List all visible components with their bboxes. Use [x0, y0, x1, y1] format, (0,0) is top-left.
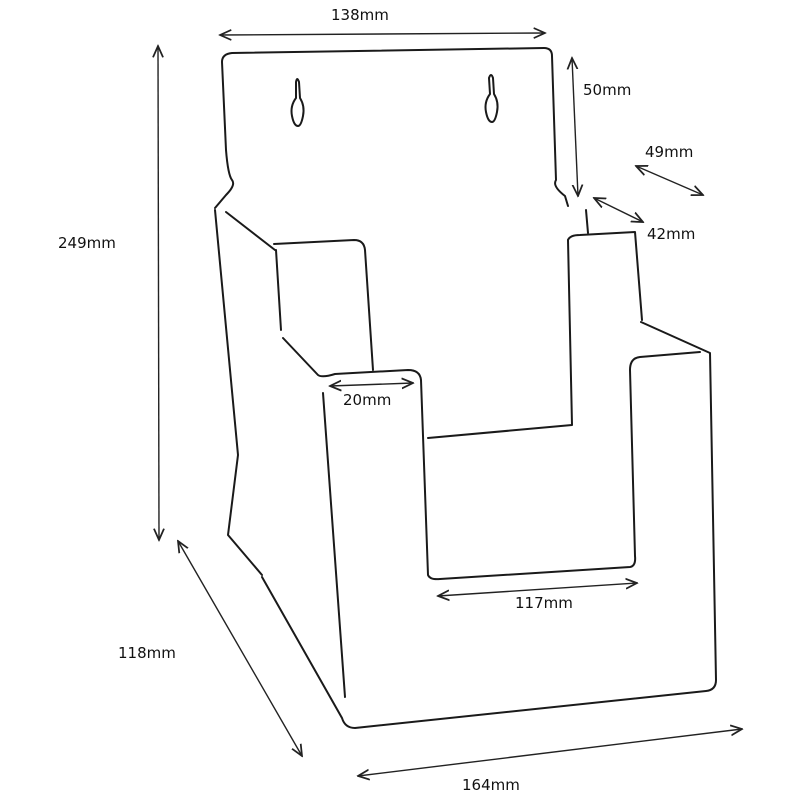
- dim-line-top-depth: [636, 166, 703, 195]
- label-total-height: 249mm: [58, 234, 116, 252]
- dimension-lines: [158, 33, 742, 776]
- label-front-opening: 117mm: [515, 594, 573, 612]
- top-pocket-front: [273, 239, 374, 371]
- dim-line-back-width: [220, 33, 545, 35]
- dim-line-base-width: [358, 729, 742, 776]
- dim-line-total-height: [158, 46, 159, 540]
- label-back-width: 138mm: [331, 6, 389, 24]
- dim-line-side-depth: [178, 541, 302, 756]
- dimension-labels: 138mm 50mm 49mm 42mm 249mm 20mm 117mm 11…: [58, 6, 695, 794]
- top-pocket-right-inner: [427, 239, 573, 439]
- middle-pocket-side: [282, 337, 701, 581]
- label-header-height: 50mm: [583, 81, 631, 99]
- top-pocket-side: [225, 211, 276, 251]
- label-top-depth: 49mm: [645, 143, 693, 161]
- dim-line-pocket-lip: [330, 383, 413, 386]
- label-base-width: 164mm: [462, 776, 520, 794]
- keyhole-slot-left: [290, 78, 305, 127]
- keyhole-slot-right: [484, 74, 499, 123]
- label-pocket-depth: 42mm: [647, 225, 695, 243]
- dim-line-pocket-depth: [594, 198, 643, 222]
- label-pocket-lip: 20mm: [343, 391, 391, 409]
- holder-outline: [214, 47, 717, 729]
- front-left-edge: [322, 392, 346, 698]
- dim-line-header-height: [572, 58, 578, 196]
- back-panel-header: [214, 47, 569, 209]
- label-side-depth: 118mm: [118, 644, 176, 662]
- top-pocket-top-rim: [585, 209, 589, 234]
- middle-pocket-back-rim: [261, 321, 717, 729]
- top-pocket-right: [567, 231, 643, 321]
- back-left-edge: [214, 209, 263, 576]
- dim-line-front-opening: [438, 583, 637, 596]
